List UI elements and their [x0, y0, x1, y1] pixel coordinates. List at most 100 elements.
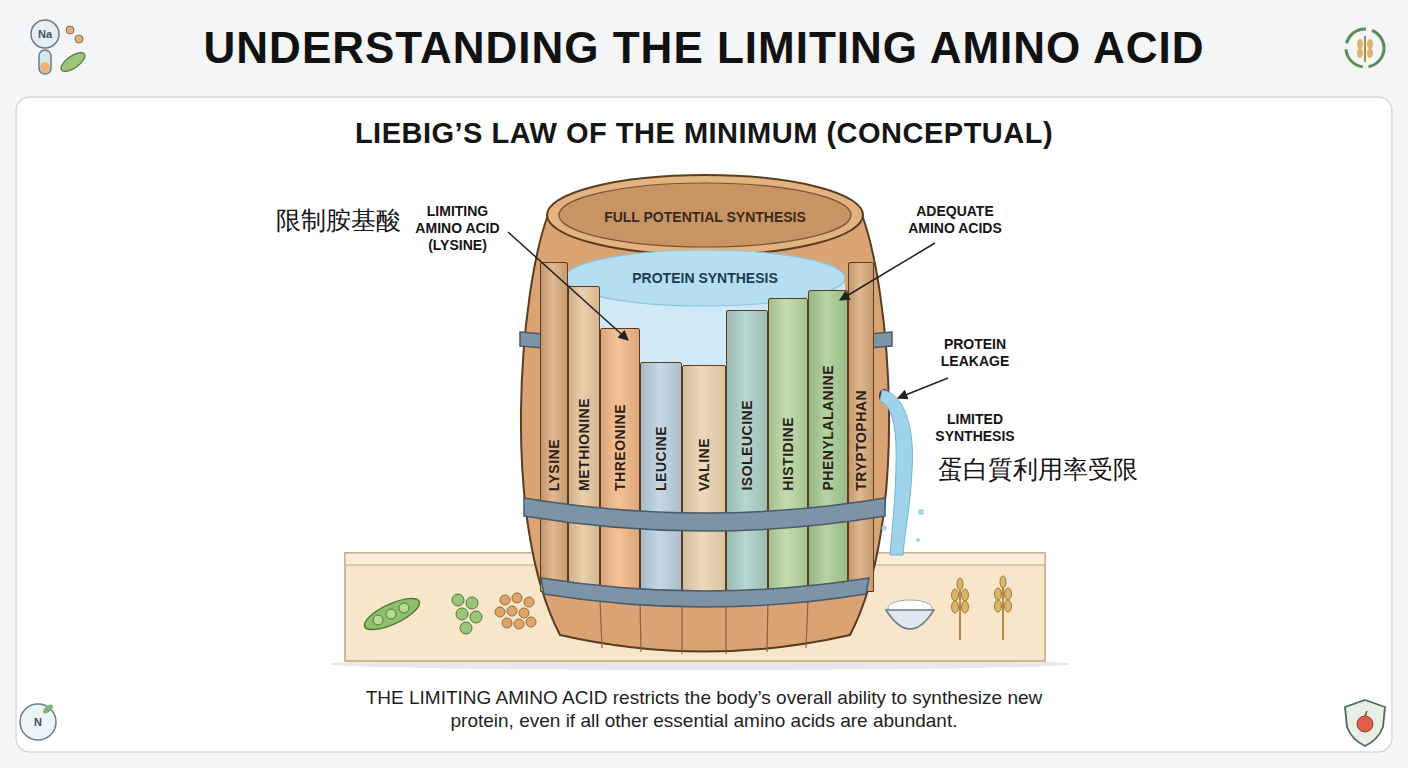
amino-acid-stave: VALINE — [682, 365, 726, 592]
leader-arrow — [898, 378, 948, 398]
amino-acid-stave: ISOLEUCINE — [726, 310, 768, 592]
recycle-icon — [1346, 29, 1384, 67]
compass-letter: N — [28, 715, 48, 729]
lentil — [512, 593, 522, 603]
barrel-body — [521, 215, 889, 652]
amino-acid-stave: LYSINE — [540, 262, 568, 592]
amino-acid-stave: METHIONINE — [568, 286, 600, 592]
bean — [470, 611, 482, 623]
lentils — [495, 593, 536, 629]
amino-acid-stave: TRYPTOPHAN — [848, 262, 874, 592]
subtitle: LIEBIG’S LAW OF THE MINIMUM (CONCEPTUAL) — [0, 116, 1408, 150]
wheat-stalk — [995, 576, 1012, 640]
wheat-stem — [959, 585, 961, 640]
lentil — [524, 597, 534, 607]
sodium-icon — [31, 20, 59, 48]
caption: THE LIMITING AMINO ACID restricts the bo… — [354, 686, 1054, 732]
lentil — [519, 608, 529, 618]
wheat-grain — [962, 601, 969, 613]
leader-arrow — [508, 232, 628, 340]
barrel-rim — [547, 175, 863, 255]
stave-line — [681, 598, 682, 654]
stave-label: VALINE — [696, 438, 712, 491]
wheat-grain — [1005, 600, 1012, 612]
lentil — [507, 606, 517, 616]
content-panel — [16, 97, 1392, 752]
wheat-grain — [995, 588, 1002, 600]
test-tube-icon — [39, 50, 51, 74]
lentil — [495, 607, 505, 617]
amino-acid-stave: THREONINE — [600, 328, 640, 592]
stave-line — [725, 598, 726, 654]
bean — [452, 594, 464, 606]
amino-acid-stave: HISTIDINE — [768, 298, 808, 592]
wheat-grain — [1000, 576, 1006, 588]
wheat-stem — [1002, 583, 1004, 640]
bean-icon — [66, 26, 74, 34]
rice-bowl — [886, 610, 934, 629]
callout-label: 蛋白質利用率受限 — [938, 455, 1153, 485]
apple-stem — [1365, 711, 1367, 716]
rim-label: FULL POTENTIAL SYNTHESIS — [555, 209, 855, 226]
pea — [399, 603, 409, 613]
wheat-grain — [995, 600, 1002, 612]
bean — [466, 597, 478, 609]
water-drop — [882, 526, 887, 531]
amino-acid-stave: LEUCINE — [640, 362, 682, 592]
leak-hole — [879, 389, 889, 403]
amino-acid-stave: PHENYLALANINE — [808, 290, 848, 592]
lentil — [514, 619, 524, 629]
bean-icon — [75, 35, 83, 43]
water-spout — [880, 390, 913, 555]
wheat-grain — [1357, 39, 1363, 49]
wheat-grain — [1367, 39, 1373, 49]
page-title: UNDERSTANDING THE LIMITING AMINO ACID — [0, 22, 1408, 74]
bean — [460, 622, 472, 634]
barrel-stave-lines — [600, 598, 808, 654]
stave-label: LEUCINE — [653, 426, 669, 491]
callout-label: 限制胺基酸 — [276, 206, 411, 236]
stave-line — [640, 598, 641, 652]
stave-label: METHIONINE — [576, 398, 592, 491]
stave-label: LYSINE — [546, 439, 562, 491]
wheat-stalk — [952, 578, 969, 640]
element-symbol: Na — [33, 27, 57, 41]
wheat-grain — [1367, 48, 1373, 58]
wheat-stem — [1364, 36, 1366, 62]
water-drop — [916, 538, 920, 542]
bean — [456, 608, 468, 620]
wheat-grain — [957, 578, 963, 590]
wheat-grain — [1005, 588, 1012, 600]
leader-arrow — [840, 243, 935, 300]
shield-icon — [1345, 700, 1385, 746]
pea — [373, 615, 383, 625]
leaf-icon — [41, 703, 54, 715]
pea — [386, 609, 396, 619]
apple-icon — [1357, 716, 1373, 732]
wheat-grain — [952, 601, 959, 613]
stave-label: HISTIDINE — [780, 417, 796, 491]
callout-label: ADEQUATE AMINO ACIDS — [900, 203, 1010, 237]
stave-label: PHENYLALANINE — [820, 365, 836, 491]
wheat-grain — [962, 589, 969, 601]
lentil — [502, 618, 512, 628]
water-label: PROTEIN SYNTHESIS — [555, 270, 855, 287]
pea-pod-icon — [58, 49, 88, 75]
callout-label: LIMITED SYNTHESIS — [915, 411, 1035, 445]
stave-line — [600, 598, 602, 648]
lentil — [500, 595, 510, 605]
barrel-hoop — [524, 498, 885, 531]
stave-label: ISOLEUCINE — [739, 400, 755, 491]
water-drop — [918, 509, 924, 515]
green-beans — [452, 594, 482, 634]
stave-label: THREONINE — [612, 404, 628, 491]
pea-pod — [361, 592, 424, 635]
callout-label: LIMITING AMINO ACID (LYSINE) — [405, 203, 510, 254]
lentil — [526, 617, 536, 627]
wheat-grain — [952, 589, 959, 601]
stave-line — [806, 598, 808, 648]
wheat-grain — [1357, 48, 1363, 58]
stave-line — [767, 598, 768, 652]
barrel-hoop — [541, 578, 869, 607]
stave-label: TRYPTOPHAN — [853, 390, 869, 491]
